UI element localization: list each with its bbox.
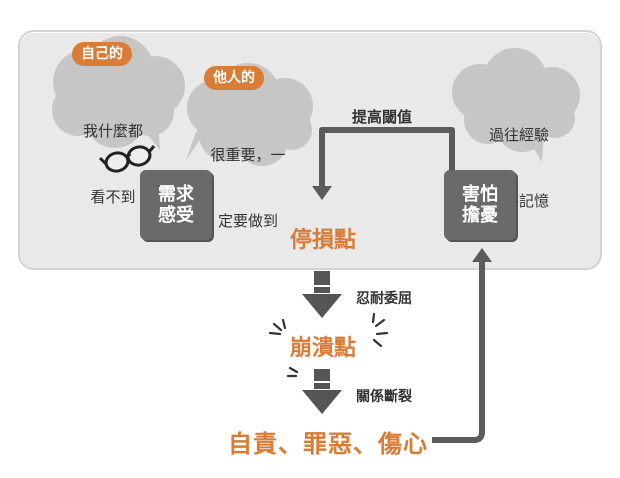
needs-box-line2: 感受 (158, 205, 194, 226)
self-blame-guilt-sadness: 自責、罪惡、傷心 (228, 430, 428, 458)
relationship-break-label: 關係斷裂 (356, 389, 412, 405)
fear-box-line2: 擔憂 (462, 205, 498, 226)
others-cloud-line2: 定要做到 (217, 212, 278, 230)
needs-feelings-box: 需求 感受 (140, 170, 212, 240)
burst-mark-lower-icon (286, 366, 299, 378)
down-arrow-endure (302, 271, 342, 318)
thought-cloud-own (52, 36, 185, 150)
past-cloud-line1: 過往經驗 (488, 126, 549, 144)
others-cloud-text: 很重要，一 定要做到 (196, 100, 300, 254)
burst-mark-right-icon (371, 312, 389, 348)
fear-worry-box: 害怕 擔憂 (444, 170, 516, 240)
own-tag: 自己的 (72, 42, 132, 66)
others-cloud-line1: 很重要，一 (210, 146, 286, 164)
feedback-arrow (432, 248, 492, 443)
down-arrow-break (302, 369, 342, 414)
raise-threshold-label: 提高閾值 (352, 108, 413, 126)
own-cloud-line1: 我什麼都 (82, 122, 143, 140)
thought-cloud-others (186, 63, 313, 166)
thought-cloud-past (452, 48, 580, 162)
stop-loss-point: 停損點 (290, 228, 357, 253)
breaking-point: 崩潰點 (290, 336, 357, 361)
own-cloud-text: 我什麼都 看不到 (68, 76, 158, 230)
own-cloud-line2: 看不到 (90, 188, 136, 206)
glasses-icon (98, 145, 156, 173)
others-tag: 他人的 (204, 66, 264, 90)
endure-label: 忍耐委屈 (356, 291, 412, 307)
burst-mark-left-icon (268, 318, 287, 336)
fear-box-line1: 害怕 (462, 184, 498, 205)
needs-box-line1: 需求 (158, 184, 194, 205)
raise-threshold-arrow (312, 127, 455, 200)
